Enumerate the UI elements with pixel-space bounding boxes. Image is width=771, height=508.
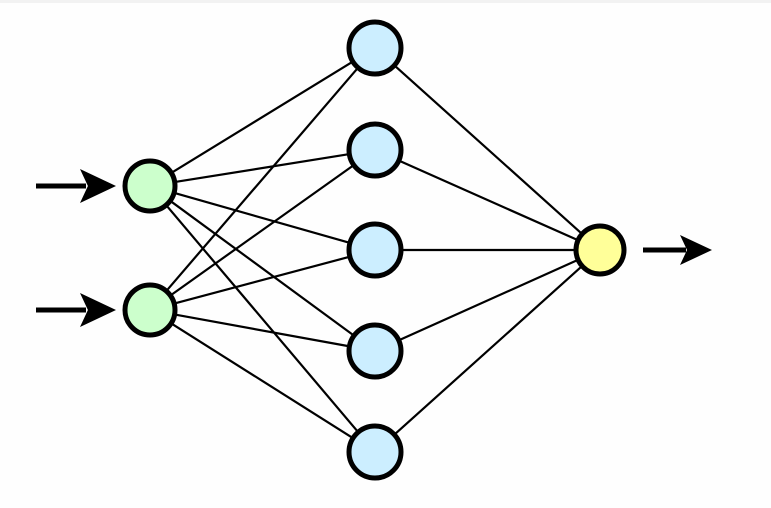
node-hidden-h3[interactable] <box>346 221 404 279</box>
input-arrow-1 <box>36 169 116 203</box>
connection-edge <box>169 59 355 175</box>
output-arrow-1 <box>643 235 712 265</box>
arrow-head-icon <box>80 293 116 327</box>
node-hidden-h1[interactable] <box>346 19 404 77</box>
connection-edge <box>164 65 360 293</box>
connection-edge <box>392 264 584 437</box>
connection-edge <box>396 258 581 342</box>
connection-edge <box>172 313 352 348</box>
connection-edge <box>164 203 360 435</box>
connection-edge <box>396 159 581 242</box>
node-input-i1[interactable] <box>122 158 178 214</box>
connection-edge <box>172 152 352 184</box>
nodes-group <box>122 19 627 481</box>
connection-edge <box>172 255 352 305</box>
node-hidden-h5[interactable] <box>346 423 404 481</box>
connection-edge <box>171 191 353 245</box>
arrow-head-icon <box>80 169 116 203</box>
arrow-head-icon <box>680 235 712 265</box>
io-arrows-group <box>36 169 712 327</box>
connection-edge <box>169 321 355 440</box>
connections-group <box>164 59 584 440</box>
input-arrow-2 <box>36 293 116 327</box>
connection-edge <box>168 163 356 298</box>
node-input-i2[interactable] <box>122 282 178 338</box>
connection-edge <box>392 63 584 236</box>
connection-edge <box>168 199 356 338</box>
node-output-o1[interactable] <box>573 223 627 277</box>
node-hidden-h4[interactable] <box>346 322 404 380</box>
node-hidden-h2[interactable] <box>346 121 404 179</box>
